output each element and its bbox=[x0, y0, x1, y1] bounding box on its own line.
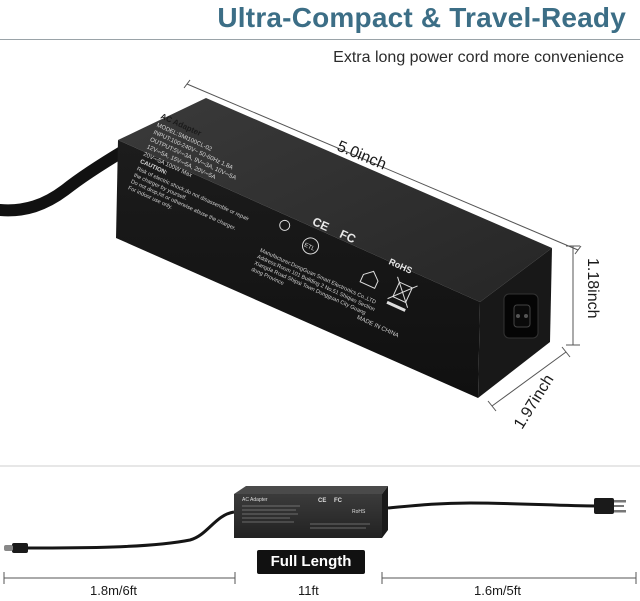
full-length-badge: Full Length bbox=[257, 550, 365, 574]
total-length-label: 11ft bbox=[298, 583, 319, 598]
efficiency-icon bbox=[279, 219, 291, 231]
adapter-front-face bbox=[116, 140, 480, 398]
small-ce-mark: CE bbox=[318, 498, 326, 504]
small-rohs-mark: RoHS bbox=[352, 509, 366, 515]
ac-plug-icon bbox=[594, 498, 626, 514]
adapter-top-face bbox=[118, 98, 552, 302]
weee-bin-icon bbox=[386, 276, 418, 312]
svg-text:ETL: ETL bbox=[303, 243, 316, 253]
height-dimension: 1.18inch bbox=[566, 245, 601, 346]
subheadline: Extra long power cord more convenience bbox=[333, 49, 624, 66]
usb-c-plug-icon bbox=[4, 543, 28, 553]
small-adapter-end bbox=[382, 486, 388, 538]
usb-c-cable bbox=[23, 510, 235, 550]
etl-icon: ETL bbox=[301, 237, 319, 255]
ac-socket bbox=[503, 293, 539, 339]
left-cable-length-label: 1.8m/6ft bbox=[90, 583, 137, 598]
headline: Ultra-Compact & Travel-Ready bbox=[217, 2, 626, 33]
small-label-title: AC Adapter bbox=[242, 497, 268, 503]
adapter-cable-stub bbox=[0, 144, 131, 217]
height-dimension-label: 1.18inch bbox=[584, 258, 601, 319]
house-icon bbox=[359, 270, 379, 290]
fcc-mark: FC bbox=[338, 227, 359, 247]
right-cable-length-label: 1.6m/5ft bbox=[474, 583, 521, 598]
full-cable-illustration: AC Adapter CE FC RoHS bbox=[4, 486, 626, 553]
cable-measurement-bar bbox=[3, 572, 637, 584]
small-fcc-mark: FC bbox=[334, 498, 343, 504]
ce-mark: CE bbox=[310, 214, 331, 234]
ac-power-cord bbox=[387, 501, 597, 510]
small-adapter-body bbox=[234, 494, 382, 538]
small-adapter-top bbox=[234, 486, 388, 494]
width-dimension-label: 1.97inch bbox=[511, 372, 557, 432]
header-divider bbox=[0, 39, 640, 40]
